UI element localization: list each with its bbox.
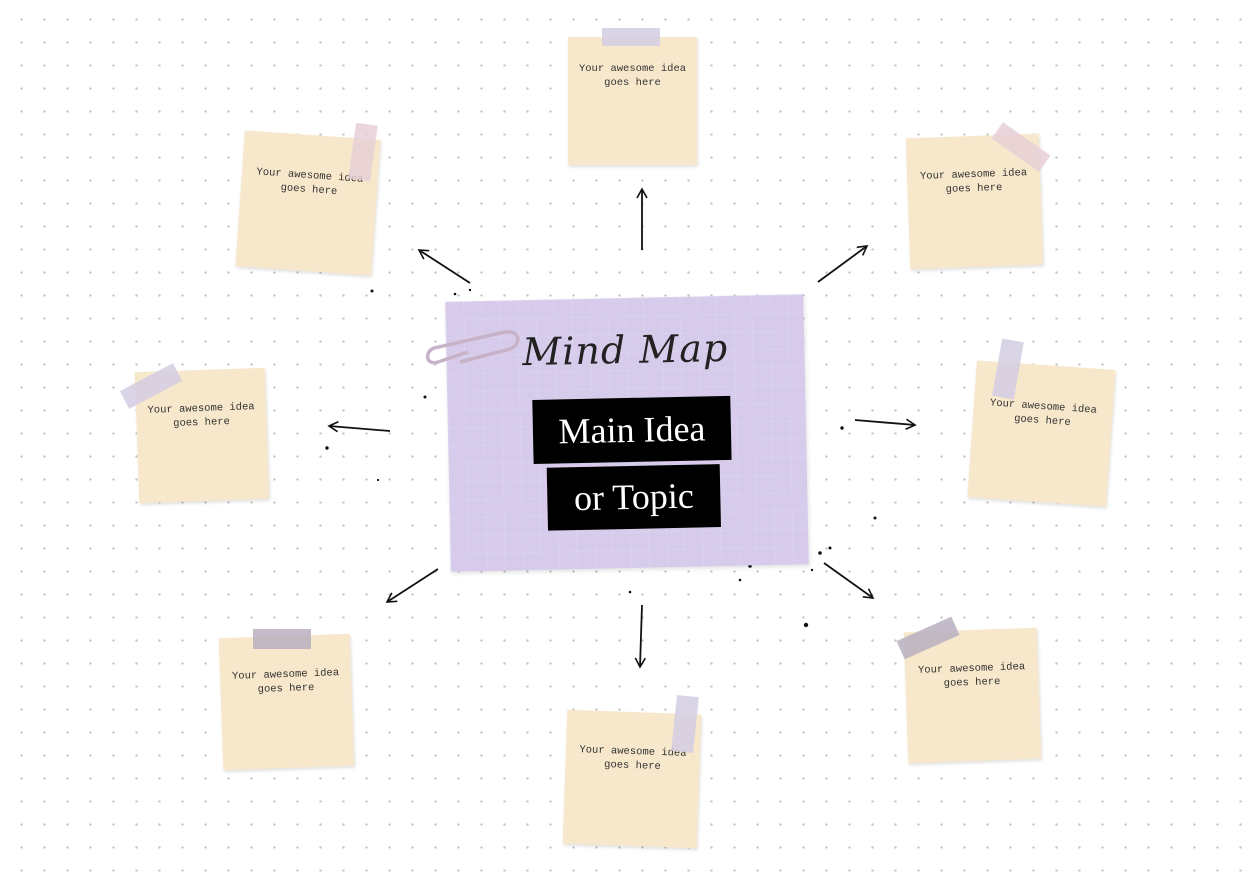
arrow-bottom-left — [385, 568, 439, 603]
arrow-bottom — [634, 604, 646, 669]
idea-note-right: Your awesome idea goes here — [967, 360, 1116, 507]
arrow-top-left — [417, 249, 471, 284]
tape — [253, 629, 311, 649]
arrow-left — [327, 421, 391, 433]
main-topic-card: Mind Map Main Idea or Topic — [445, 294, 809, 572]
idea-note-bottom-left: Your awesome idea goes here — [218, 633, 355, 771]
arrow-bottom-right — [823, 562, 875, 599]
arrow-right — [854, 418, 917, 430]
ink-splatter — [325, 288, 877, 628]
mind-map-title: Mind Map — [521, 325, 729, 375]
topic-label: or Topic — [546, 464, 721, 531]
tape — [602, 28, 660, 46]
idea-note-top: Your awesome idea goes here — [568, 37, 697, 165]
main-idea-label: Main Idea — [532, 395, 732, 464]
arrow-top-right — [817, 245, 869, 283]
